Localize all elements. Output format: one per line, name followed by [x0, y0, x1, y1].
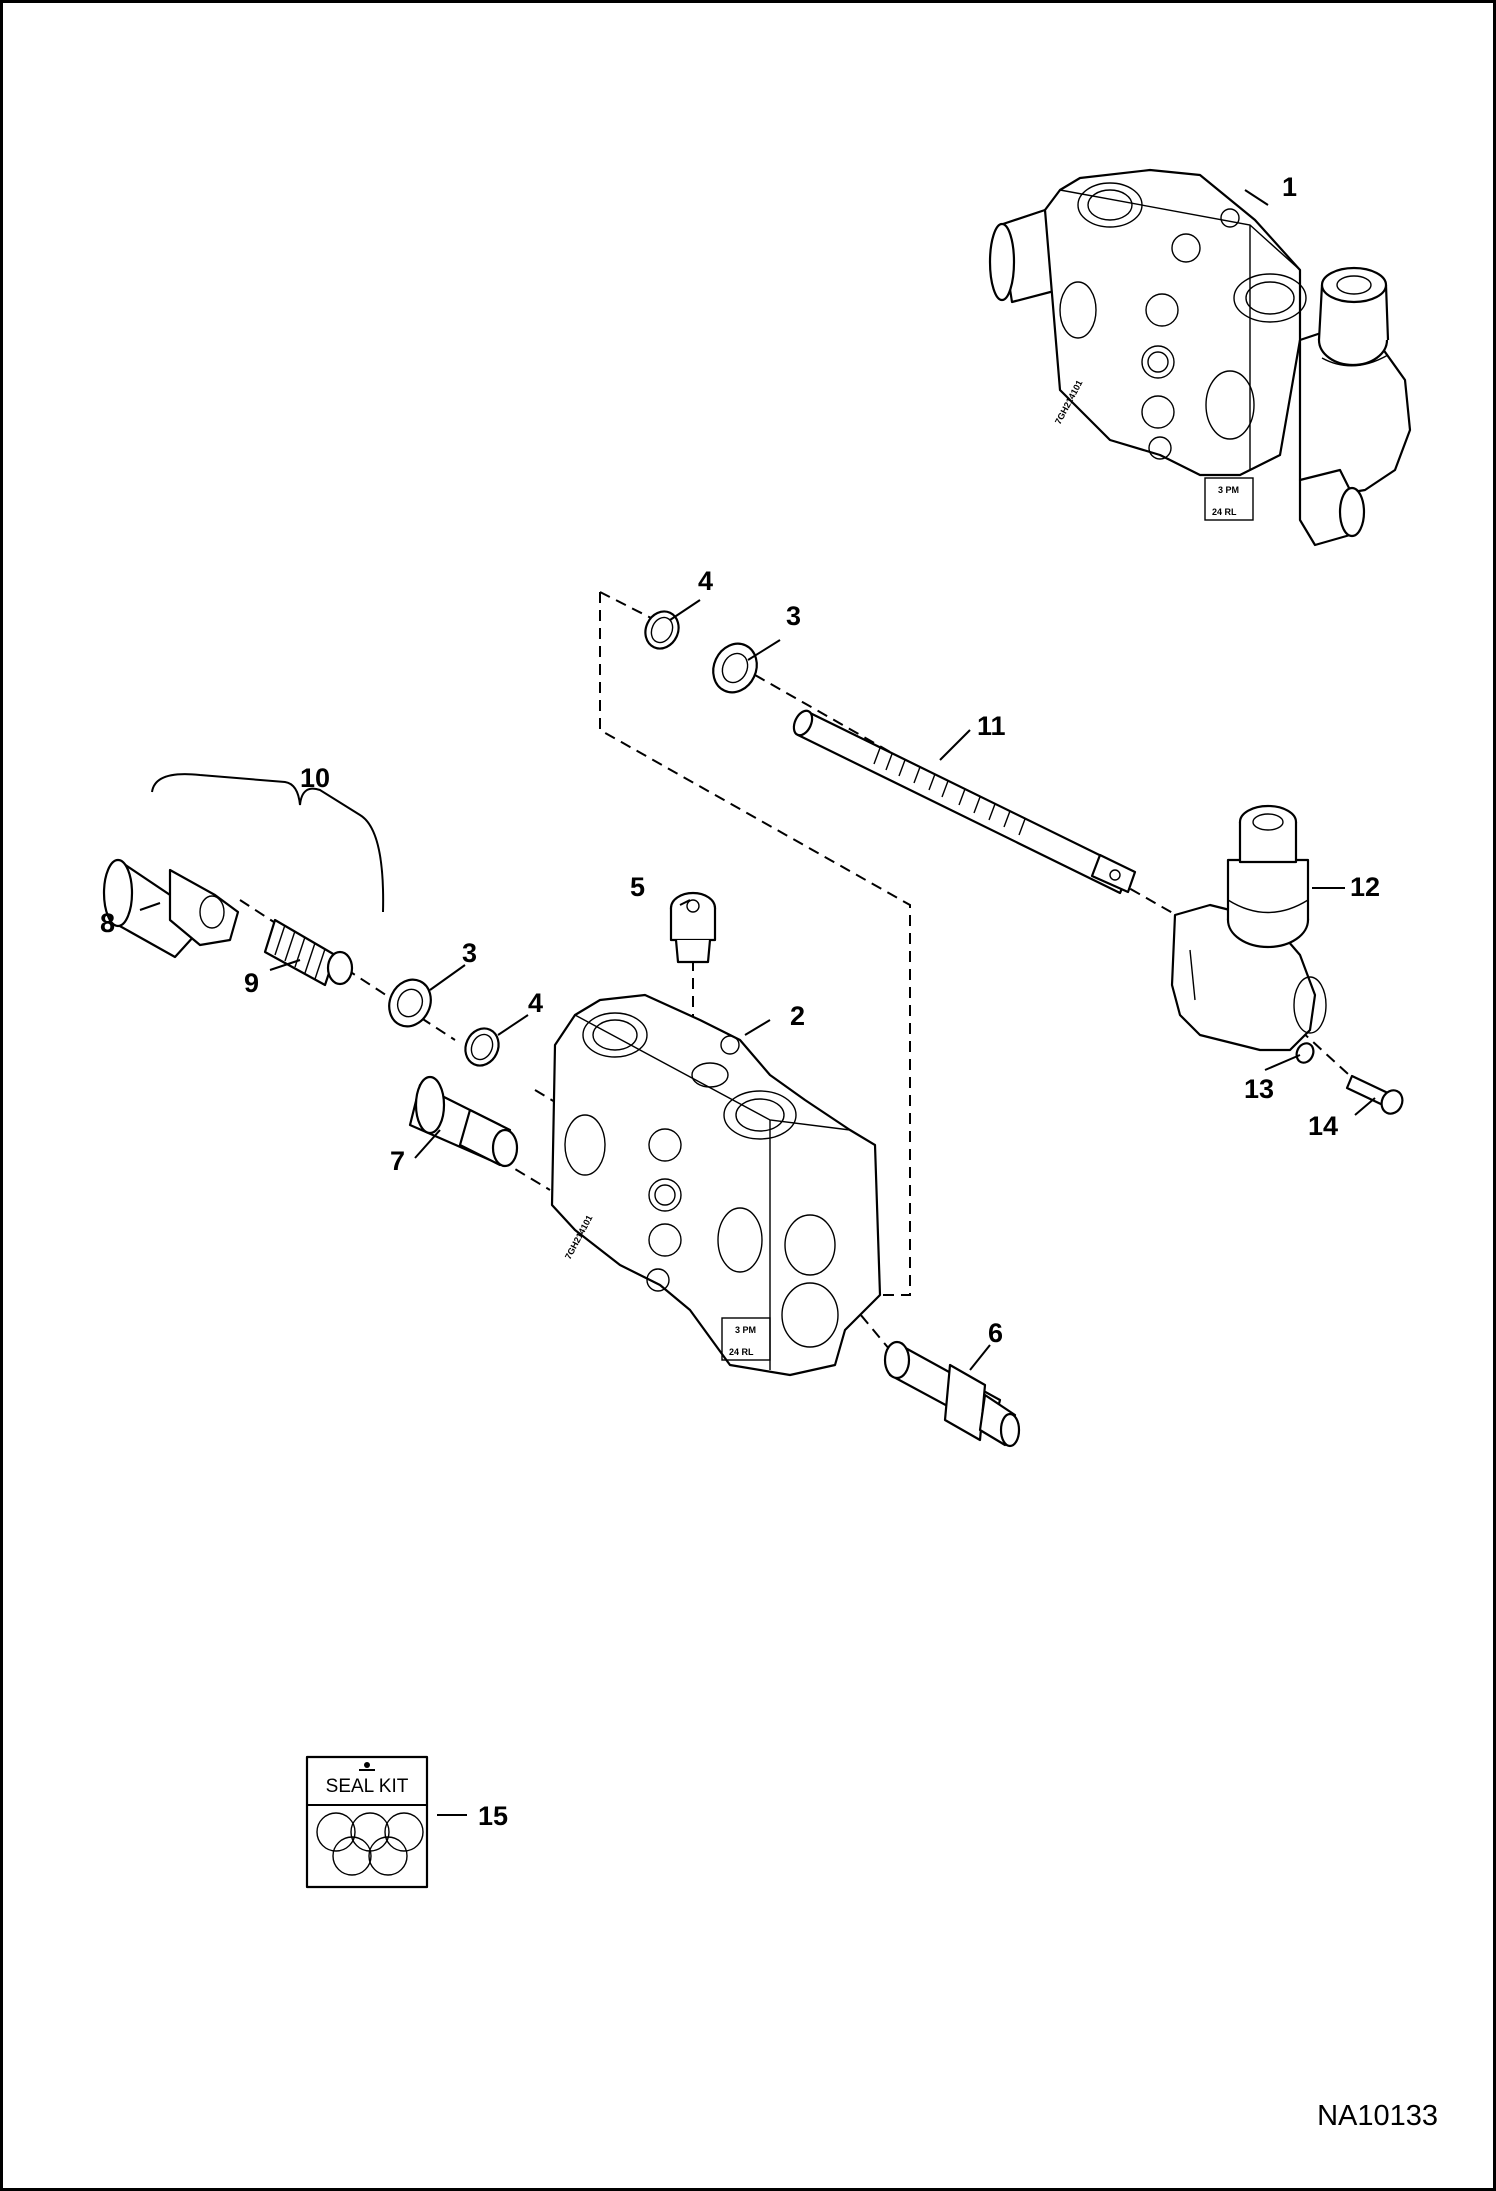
part-11-spool — [792, 709, 1137, 895]
callout-15: 15 — [478, 1801, 508, 1831]
part-3-washer-upper — [712, 642, 758, 694]
callout-2: 2 — [790, 1001, 805, 1031]
part-14-screw — [1345, 1074, 1404, 1115]
callout-3-lower: 3 — [462, 938, 477, 968]
part-4-o-ring-upper — [644, 610, 680, 650]
figure-id: NA10133 — [1317, 2100, 1438, 2132]
port-stamp-top: 3 PM — [1218, 485, 1239, 495]
part-4-o-ring-lower — [464, 1027, 500, 1067]
part-12-end-cap — [1170, 804, 1327, 1052]
part-3-washer-lower — [388, 978, 432, 1028]
part-2-valve-body — [550, 993, 882, 1377]
callout-7: 7 — [390, 1146, 405, 1176]
callout-5: 5 — [630, 872, 645, 902]
callout-4-lower: 4 — [528, 988, 543, 1018]
code-stamp-top: 24 RL — [1212, 507, 1237, 517]
part-9-spring — [263, 918, 354, 987]
port-stamp-mid: 3 PM — [735, 1325, 756, 1335]
callout-11: 11 — [977, 711, 1006, 741]
part-8-cap — [102, 858, 240, 959]
callout-6: 6 — [988, 1318, 1003, 1348]
callout-9: 9 — [244, 968, 259, 998]
part-1-valve-section — [988, 168, 1412, 547]
callout-1: 1 — [1282, 172, 1297, 202]
callout-8: 8 — [100, 908, 115, 938]
part-10-bracket — [151, 773, 385, 913]
callout-14: 14 — [1308, 1111, 1338, 1141]
part-5-screw-plug — [669, 891, 717, 964]
callout-10: 10 — [300, 763, 330, 793]
part-15-seal-kit: SEAL KIT — [305, 1755, 429, 1889]
seal-kit-label: SEAL KIT — [326, 1776, 409, 1797]
callout-numbers: 1 4 3 11 10 12 5 8 9 3 4 2 7 13 14 6 15 — [100, 172, 1380, 1831]
callout-13: 13 — [1244, 1074, 1274, 1104]
callout-leaders — [139, 189, 1376, 1816]
part-13-washer — [1295, 1042, 1315, 1064]
callout-12: 12 — [1350, 872, 1380, 902]
callout-4-upper: 4 — [698, 566, 713, 596]
part-6-relief-valve — [883, 1340, 1021, 1448]
callout-3-upper: 3 — [786, 601, 801, 631]
part-7-plug — [408, 1075, 519, 1168]
code-stamp-mid: 24 RL — [729, 1347, 754, 1357]
